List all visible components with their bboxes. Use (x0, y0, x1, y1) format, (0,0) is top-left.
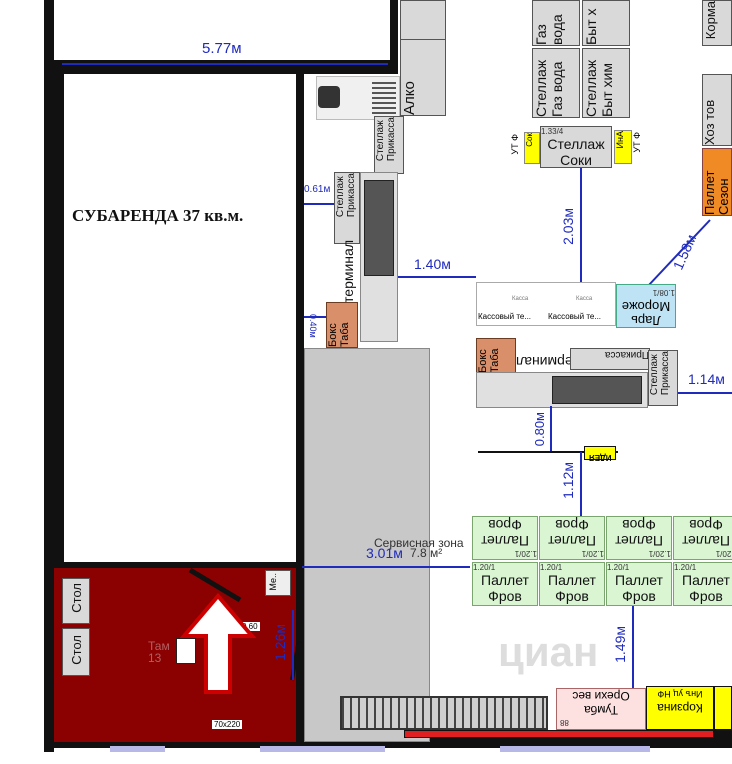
idea-badge: ИДЕЯ (584, 446, 616, 462)
kassa-strip (476, 282, 616, 326)
dim-label-126: 1.26м (272, 624, 288, 661)
kassa-inner-1: Касса (512, 296, 529, 302)
dim-label-080: 0.80м (532, 412, 547, 447)
dim-label-040: 0.40м (308, 314, 318, 338)
ut-yellow-left: Сок (524, 132, 540, 164)
red-strip-bottom (404, 730, 714, 738)
korzina-2 (714, 686, 732, 730)
rack-alko-2 (400, 0, 446, 40)
ut-label-left: УТ Ф Сок (510, 130, 540, 164)
rack-soki: 1.33/4 Стеллаж Соки (540, 126, 612, 168)
cash-register-icon (372, 80, 396, 114)
wall-left-outer (44, 0, 54, 752)
freezer: Ларь Мороже 1.08/1 (616, 284, 676, 328)
dim-line-080 (550, 406, 552, 452)
me-box: Ме.. (265, 570, 291, 596)
dim-line-158 (647, 219, 711, 287)
kassa-label-2: Кассовый те... (548, 312, 602, 321)
service-zone-label: Сервисная зона (374, 536, 464, 550)
watermark: циан (498, 628, 599, 675)
dim-line-061 (304, 203, 334, 205)
dim-label-149: 1.49м (612, 626, 628, 663)
idea-line (478, 451, 618, 453)
rack-prikassa-3: Прикасса (570, 348, 650, 370)
window-strip-3 (500, 746, 650, 752)
wall-top-stub (390, 0, 398, 74)
ut-label-right: ИнА УТ Ф (612, 128, 644, 164)
rack-byt-him-2: Стеллаж Быт хим (582, 48, 630, 118)
entrance-arrow-icon (180, 592, 256, 694)
dim-line-top-width (62, 63, 388, 65)
dim-line-112 (580, 452, 582, 516)
dim-label-140: 1.40м (414, 256, 451, 272)
service-zone (304, 348, 430, 742)
wall-bottom (44, 742, 732, 748)
rack-hoz-tov: Хоз тов (702, 74, 732, 146)
kassa-label-1: Кассовый те... (478, 312, 532, 321)
rack-byt-him-1: Быт х (582, 0, 630, 46)
dim-label-203: 2.03м (560, 208, 576, 245)
size-label-70x220: 70x220 (212, 720, 243, 729)
tumba-orehi: Тумба Орехи вес (556, 688, 646, 730)
service-zone-area: 7.8 м² (410, 546, 443, 560)
box-label-060: 0.60 (240, 622, 260, 631)
dim-line-126 (292, 610, 294, 680)
box-tabak-left: Бокс Таба (326, 302, 358, 348)
dim-line-203 (580, 168, 582, 284)
pallet-season: Паллет Сезон (702, 148, 732, 216)
red-room (54, 568, 296, 742)
dim-label-061: 0.61м (304, 184, 331, 195)
sublease-label: СУБАРЕНДА 37 кв.м. (72, 206, 244, 225)
rack-gaz-voda-2: Стеллаж Газ вода (532, 48, 580, 118)
dim-line-040 (304, 316, 326, 318)
rack-prikassa-1: Стеллаж Прикасса (374, 116, 404, 174)
dim-label-114: 1.14м (688, 371, 725, 387)
grid-rack-bottom (340, 696, 548, 730)
small-white-box (176, 638, 196, 664)
korzina-1: Корзина Инъ уц НФ (646, 686, 714, 730)
tam-label: Там 13 (148, 639, 170, 665)
rack-prikassa-4: Стеллаж Прикасса (648, 350, 678, 406)
window-strip-1 (110, 746, 165, 752)
wall-sublease-left (54, 74, 64, 564)
rack-korma: Корма (702, 0, 732, 46)
wall-sublease-bottom (54, 562, 304, 568)
dim-label-112: 1.12м (560, 462, 576, 499)
terminal-horizontal-inner (552, 376, 642, 404)
dim-line-114 (678, 392, 732, 394)
window-strip-2 (260, 746, 385, 752)
kassa-inner-2: Касса (576, 296, 593, 302)
ut-yellow-right: ИнА (614, 130, 632, 164)
rack-gaz-voda-1: Газ вода (532, 0, 580, 46)
table-1: Стол (62, 578, 90, 624)
dim-line-149 (632, 606, 634, 690)
wall-sublease-right (296, 74, 304, 744)
dim-label-top-width: 5.77м (202, 40, 242, 57)
table-2: Стол (62, 628, 90, 676)
tabak-box-right: Бокс Таба (476, 338, 516, 374)
tumba-num: 88 (560, 718, 569, 727)
dim-line-301 (302, 566, 470, 568)
dim-label-301: 3.01м (366, 545, 403, 561)
terminal-vertical-inner (364, 180, 394, 276)
rack-prikassa-2: Стеллаж Прикасса (334, 172, 360, 244)
dim-line-140 (398, 276, 476, 278)
cash-machine-icon (318, 86, 340, 108)
sublease-area (64, 74, 296, 562)
